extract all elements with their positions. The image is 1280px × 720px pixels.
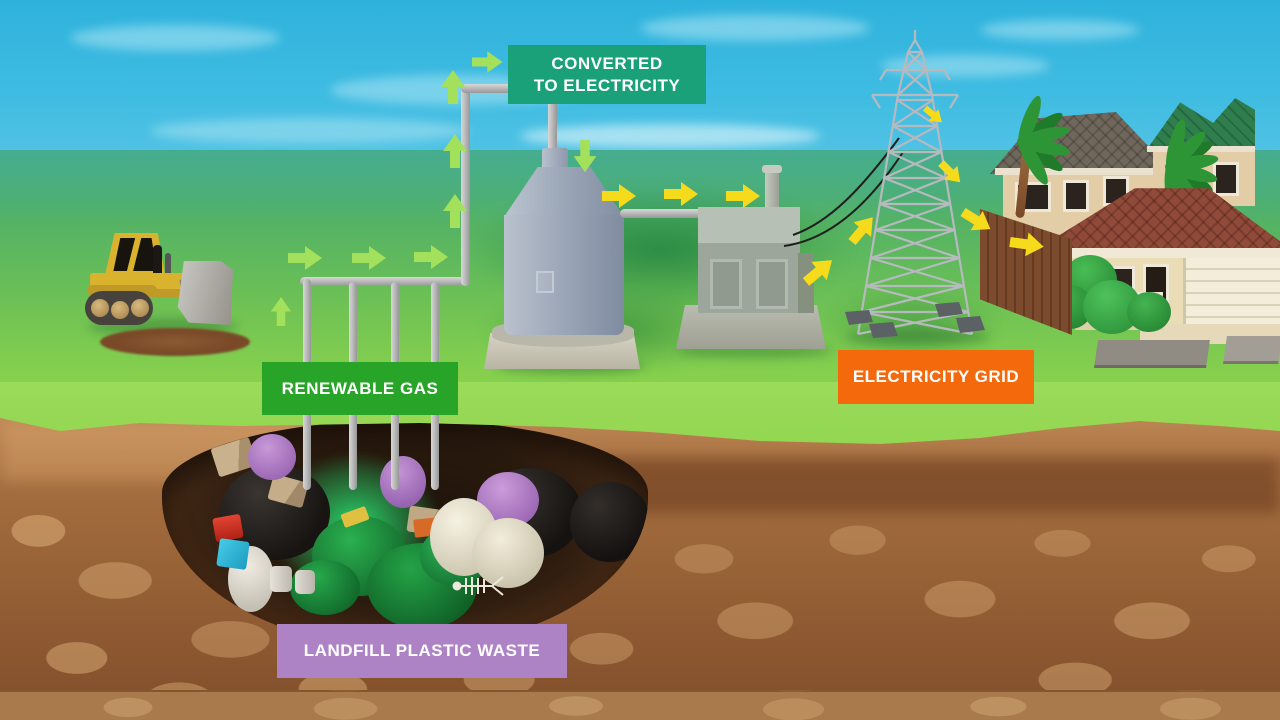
red-can bbox=[212, 513, 244, 543]
soil-dark-band bbox=[600, 458, 1280, 513]
label-line: TO ELECTRICITY bbox=[533, 75, 681, 95]
trash-roll bbox=[295, 570, 315, 594]
track-guard bbox=[87, 285, 157, 295]
label-renewable-gas: RENEWABLE GAS bbox=[262, 362, 458, 415]
bush bbox=[1127, 292, 1171, 332]
sidewalk-slab bbox=[1223, 336, 1280, 364]
gas-feed-pipe bbox=[620, 209, 702, 218]
track-wheel bbox=[91, 299, 109, 317]
trash-bag-white bbox=[472, 518, 544, 588]
label-line: CONVERTED bbox=[551, 54, 663, 74]
cloud bbox=[70, 25, 280, 51]
cloud bbox=[980, 20, 1140, 40]
ground-shadow bbox=[845, 330, 990, 344]
tank-door bbox=[536, 271, 554, 293]
generator-building bbox=[672, 165, 828, 351]
tank-cone bbox=[504, 167, 624, 217]
label-converted-to-electricity: CONVERTED TO ELECTRICITY bbox=[508, 45, 706, 104]
trash-bag-purple bbox=[380, 456, 426, 508]
house-window bbox=[1063, 180, 1089, 212]
dirt-patch bbox=[100, 328, 250, 356]
generator-door bbox=[756, 259, 788, 309]
generator-door bbox=[710, 259, 742, 309]
cloud bbox=[520, 124, 820, 148]
palm-tree bbox=[977, 85, 1077, 235]
cloud bbox=[640, 15, 870, 41]
generator-chimney bbox=[765, 171, 779, 211]
bulldozer-blade bbox=[177, 261, 233, 325]
bulldozer bbox=[85, 233, 235, 328]
trash-roll bbox=[270, 566, 292, 592]
tank-cylinder bbox=[504, 215, 624, 335]
house-fascia bbox=[995, 168, 1167, 175]
fish-skeleton-icon bbox=[452, 576, 504, 596]
gas-collection-pipe bbox=[300, 277, 470, 286]
house-fascia bbox=[1042, 248, 1280, 258]
label-line: RENEWABLE GAS bbox=[281, 378, 439, 398]
trash-bag-purple bbox=[248, 434, 296, 480]
sidewalk-slab bbox=[1094, 340, 1210, 368]
label-landfill-plastic-waste: LANDFILL PLASTIC WASTE bbox=[277, 624, 567, 678]
label-electricity-grid: ELECTRICITY GRID bbox=[838, 350, 1034, 404]
track-wheel bbox=[131, 299, 149, 317]
gas-riser-pipe bbox=[461, 86, 470, 286]
gas-storage-tank bbox=[480, 145, 640, 373]
generator-annex bbox=[798, 253, 814, 313]
gas-drop-pipe bbox=[548, 86, 557, 162]
generator-roof-band bbox=[698, 207, 800, 243]
label-line: ELECTRICITY GRID bbox=[852, 367, 1020, 387]
label-line: LANDFILL PLASTIC WASTE bbox=[303, 641, 541, 661]
generator-chimney-cap bbox=[762, 165, 782, 173]
bulldozer-tracks bbox=[85, 291, 153, 325]
exhaust-pipe bbox=[165, 253, 171, 275]
track-wheel bbox=[111, 301, 129, 319]
cyan-box bbox=[216, 538, 250, 570]
exhaust-pipe bbox=[153, 245, 162, 275]
trash-bag-black bbox=[570, 482, 648, 562]
cloud bbox=[880, 55, 1050, 77]
garage-door bbox=[1183, 258, 1280, 324]
neighbourhood bbox=[975, 80, 1280, 380]
cloud bbox=[150, 118, 470, 144]
bedrock-strip bbox=[0, 690, 1280, 720]
